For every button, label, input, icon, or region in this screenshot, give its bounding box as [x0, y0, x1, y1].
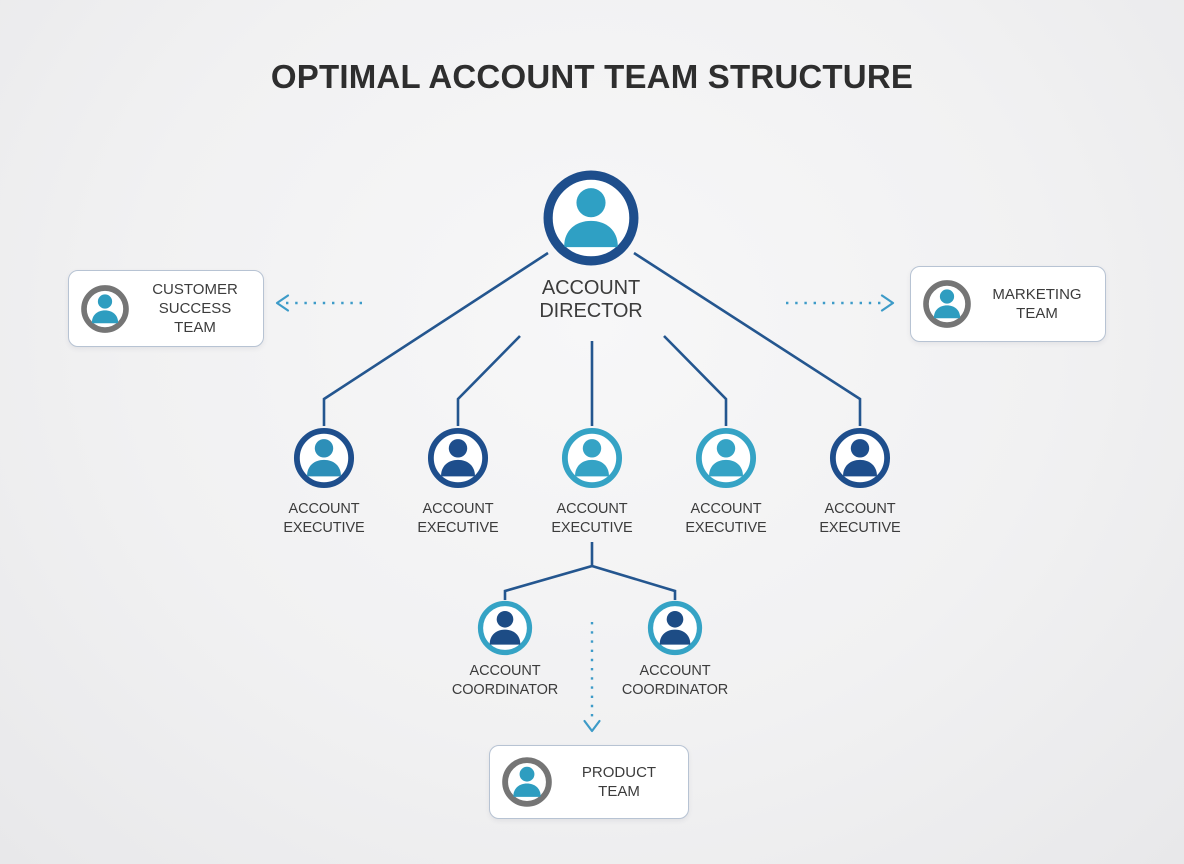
person-icon — [543, 170, 639, 266]
account-coordinator-2-node — [647, 600, 703, 656]
product-team-label: PRODUCT TEAM — [581, 764, 657, 800]
person-icon — [923, 280, 971, 328]
marketing-team-avatar — [923, 280, 971, 328]
person-icon — [502, 757, 552, 807]
person-icon — [829, 427, 891, 489]
account-executive-4-node — [695, 427, 757, 489]
page-title: OPTIMAL ACCOUNT TEAM STRUCTURE — [270, 58, 914, 95]
person-icon — [561, 427, 623, 489]
line-exec3-coord1 — [503, 542, 594, 600]
customer-success-team-label: CUSTOMER SUCCESS TEAM — [152, 281, 238, 336]
dotted-arrow-product — [583, 622, 601, 733]
line-director-exec2 — [456, 335, 521, 426]
line-director-exec5 — [633, 251, 862, 426]
person-icon — [427, 427, 489, 489]
account-coordinator-1-node — [477, 600, 533, 656]
account-coordinator-2-label: ACCOUNT COORDINATOR — [621, 663, 729, 698]
arrow-head-down-icon — [583, 719, 601, 733]
customer-success-team-box: CUSTOMER SUCCESS TEAM — [68, 270, 264, 347]
person-icon — [647, 600, 703, 656]
product-team-box: PRODUCT TEAM — [489, 745, 689, 819]
dotted-arrow-customer-success — [275, 294, 368, 312]
person-icon — [695, 427, 757, 489]
account-director-label: ACCOUNT DIRECTOR — [539, 277, 643, 322]
account-coordinator-1-label: ACCOUNT COORDINATOR — [451, 663, 559, 698]
account-executive-3-node — [561, 427, 623, 489]
account-executive-2-label: ACCOUNT EXECUTIVE — [417, 501, 499, 536]
dotted-arrow-marketing — [786, 294, 895, 312]
marketing-team-box: MARKETING TEAM — [910, 266, 1106, 342]
marketing-team-label: MARKETING TEAM — [992, 286, 1082, 322]
product-team-avatar — [502, 757, 552, 807]
account-executive-1-node — [293, 427, 355, 489]
line-exec3-coord2 — [591, 564, 677, 600]
person-icon — [293, 427, 355, 489]
account-executive-1-label: ACCOUNT EXECUTIVE — [283, 501, 365, 536]
account-director-node — [542, 169, 640, 267]
person-icon — [81, 284, 129, 333]
account-executive-2-node — [427, 427, 489, 489]
account-executive-3-label: ACCOUNT EXECUTIVE — [551, 501, 633, 536]
account-executive-5-node — [829, 427, 891, 489]
line-director-exec1 — [322, 251, 549, 426]
line-director-exec4 — [663, 335, 728, 426]
arrow-head-right-icon — [880, 294, 895, 312]
arrow-head-left-icon — [275, 294, 290, 312]
account-executive-4-label: ACCOUNT EXECUTIVE — [685, 501, 767, 536]
person-icon — [477, 600, 533, 656]
account-executive-5-label: ACCOUNT EXECUTIVE — [819, 501, 901, 536]
customer-success-team-avatar — [81, 284, 129, 333]
